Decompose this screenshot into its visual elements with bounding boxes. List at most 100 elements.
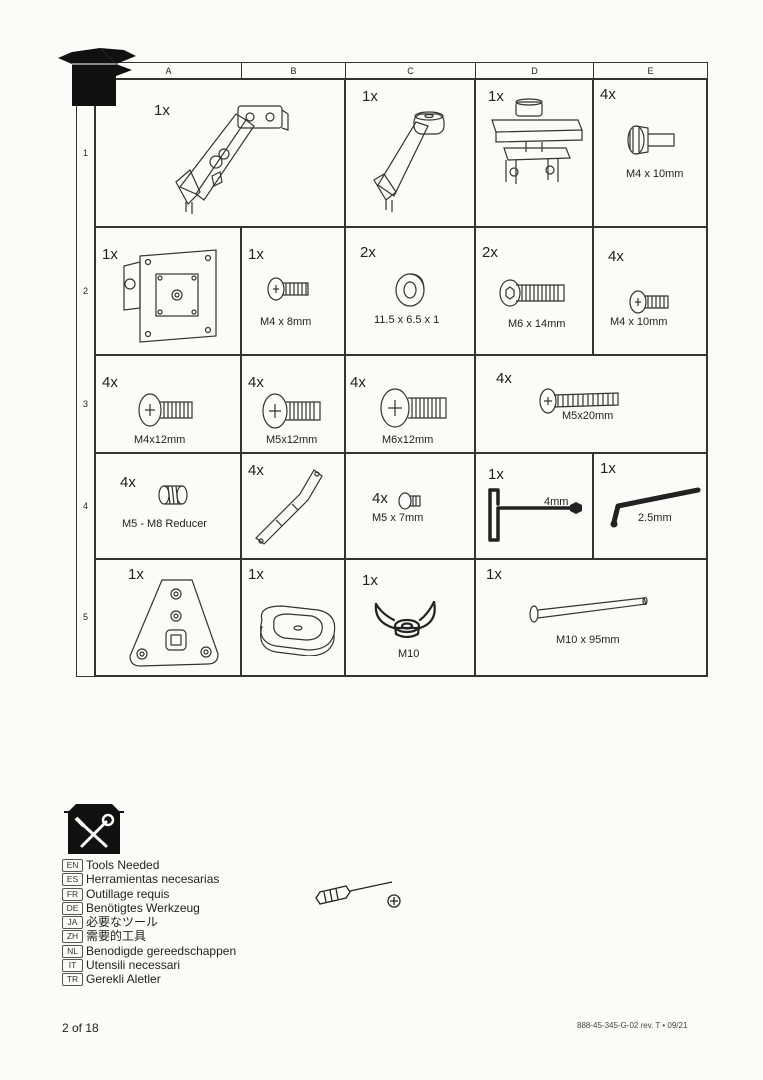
reducer-icon — [158, 485, 188, 505]
part-cell-r4b: 4x — [241, 453, 345, 559]
column-header-d: D — [475, 63, 593, 79]
part-qty: 4x — [496, 370, 512, 387]
part-cell-r2c: 2x 11.5 x 6.5 x 1 — [345, 227, 475, 355]
row-header-4: 4 — [77, 453, 95, 559]
part-qty: 2x — [482, 244, 498, 261]
part-label: 2.5mm — [638, 512, 672, 524]
part-qty: 4x — [102, 374, 118, 391]
arm-assembly-icon — [175, 105, 289, 214]
part-cell-r5c: 1x M10 — [345, 559, 475, 676]
part-qty: 4x — [372, 490, 388, 507]
part-qty: 1x — [248, 246, 264, 263]
part-cell-r4e: 1x 2.5mm — [593, 453, 707, 559]
part-label: M10 — [398, 648, 420, 660]
part-qty: 4x — [248, 462, 264, 479]
row-header-2: 2 — [77, 227, 95, 355]
part-qty: 1x — [128, 566, 144, 583]
base-plate-icon — [129, 579, 219, 667]
part-label: M5x12mm — [266, 434, 318, 446]
part-label: M10 x 95mm — [556, 634, 620, 646]
part-qty: 1x — [362, 572, 378, 589]
part-qty: 1x — [102, 246, 118, 263]
hex-key-4mm-icon — [488, 488, 582, 542]
grommet-icon — [260, 605, 336, 656]
part-cell-r1c: 1x — [345, 79, 475, 227]
part-qty: 4x — [248, 374, 264, 391]
part-cell-r4a: 4x M5 - M8 Reducer — [95, 453, 241, 559]
vesa-plate-icon — [123, 249, 217, 343]
part-label: M4 x 8mm — [260, 316, 312, 328]
part-label: M6 x 14mm — [508, 318, 566, 330]
document-code: 888-45-345-G-02 rev. T • 09/21 — [577, 1021, 688, 1030]
thumb-screw-icon — [627, 125, 675, 155]
part-qty: 4x — [608, 248, 624, 265]
extension-arm-icon — [373, 111, 445, 212]
part-qty: 2x — [360, 244, 376, 261]
part-qty: 1x — [248, 566, 264, 583]
column-header-b: B — [241, 63, 345, 79]
page-number: 2 of 18 — [62, 1021, 99, 1035]
part-qty: 1x — [362, 88, 378, 105]
part-cell-r2d: 2x M6 x 14mm — [475, 227, 593, 355]
part-qty: 4x — [600, 86, 616, 103]
phillips-screw-icon — [138, 393, 193, 427]
hex-key-2-5mm-icon — [610, 487, 701, 528]
part-cell-r2a: 1x — [95, 227, 241, 355]
hex-socket-screw-icon — [499, 279, 565, 307]
part-qty: 1x — [600, 460, 616, 477]
part-label: M4 x 10mm — [626, 168, 684, 180]
desk-clamp-icon — [491, 98, 583, 184]
phillips-screw-icon — [267, 277, 309, 301]
part-cell-r4d: 1x 4mm — [475, 453, 593, 559]
part-cell-r3d: 4x M5x20mm — [475, 355, 707, 453]
tools-box-icon — [64, 804, 124, 854]
row-header-1: 1 — [77, 79, 95, 227]
washer-icon — [395, 273, 425, 307]
phillips-screw-icon — [380, 388, 447, 428]
part-label: 11.5 x 6.5 x 1 — [374, 314, 440, 326]
part-label: M5 x 7mm — [372, 512, 424, 524]
part-label: M4x12mm — [134, 434, 186, 446]
phillips-screwdriver-icon — [315, 881, 401, 908]
wing-nut-icon — [374, 600, 436, 639]
part-qty: 1x — [488, 466, 504, 483]
part-cell-r2b: 1x M4 x 8mm — [241, 227, 345, 355]
part-label: M5 - M8 Reducer — [122, 518, 207, 530]
column-header-e: E — [593, 63, 707, 79]
part-qty: 1x — [488, 88, 504, 105]
phillips-screw-icon — [539, 388, 619, 414]
phillips-screw-icon — [629, 290, 669, 314]
part-cell-r4c: 4x M5 x 7mm — [345, 453, 475, 559]
part-qty: 4x — [350, 374, 366, 391]
long-bolt-icon — [529, 596, 648, 623]
part-qty: 1x — [154, 102, 170, 119]
row-header-3: 3 — [77, 355, 95, 453]
part-label: M4 x 10mm — [610, 316, 668, 328]
part-qty: 4x — [120, 474, 136, 491]
column-header-c: C — [345, 63, 475, 79]
part-label: 4mm — [544, 496, 569, 508]
part-cell-r1a: 1x — [95, 79, 345, 227]
part-label: M6x12mm — [382, 434, 434, 446]
part-cell-r1e: 4x M4 x 10mm — [593, 79, 707, 227]
part-cell-r3c: 4x M6x12mm — [345, 355, 475, 453]
part-cell-r5d: 1x M10 x 95mm — [475, 559, 707, 676]
parts-grid: A B C D E 1 2 3 4 5 1x 1x — [76, 62, 708, 677]
row-header-5: 5 — [77, 559, 95, 676]
part-cell-r3a: 4x M4x12mm — [95, 355, 241, 453]
part-cell-r5a: 1x — [95, 559, 241, 676]
part-cell-r5b: 1x — [241, 559, 345, 676]
parts-box-icon — [58, 48, 136, 106]
part-cell-r2e: 4x M4 x 10mm — [593, 227, 707, 355]
phillips-screw-icon — [262, 393, 321, 429]
